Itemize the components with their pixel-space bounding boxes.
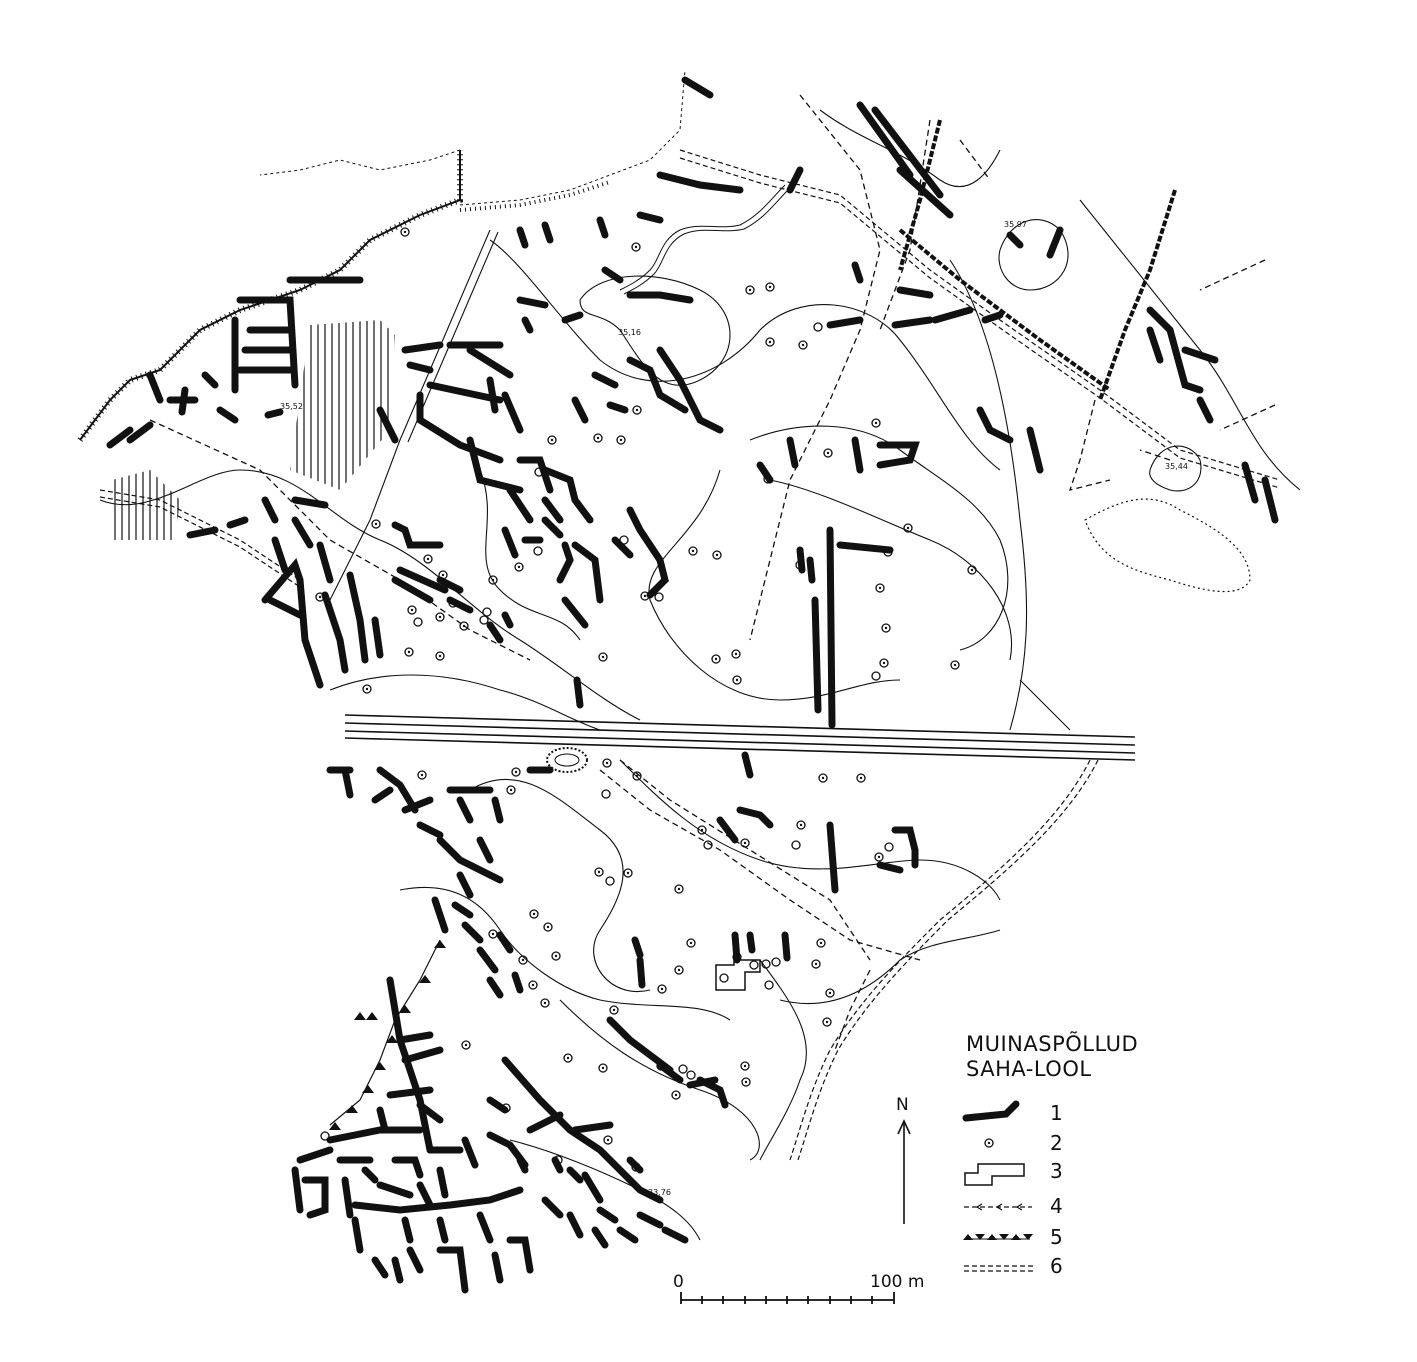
elevation-label: 35,44 — [1165, 462, 1188, 471]
legend-number: 1 — [1050, 1101, 1063, 1125]
dotted-boundary — [1084, 498, 1251, 593]
building-outline — [715, 959, 761, 991]
field-boundary-bank-icon — [962, 1100, 1020, 1122]
triangle-line — [329, 939, 446, 1130]
arrowed-dashed-line-icon — [964, 1203, 1032, 1211]
legend-title: MUINASPÕLLUD SAHA-LOOL — [966, 1032, 1138, 1082]
stream — [619, 184, 790, 295]
path-lines — [99, 149, 1281, 1161]
scale-end-label: 100 m — [870, 1272, 925, 1292]
elevation-label: 35,16 — [618, 328, 641, 337]
legend-number: 6 — [1050, 1254, 1063, 1278]
double-dashed-line-icon — [964, 1265, 1034, 1272]
elevation-label: 33,76 — [648, 1188, 671, 1197]
legend-item-arrowed-line: 4 — [962, 1193, 1102, 1219]
scale-bar — [680, 1292, 895, 1304]
elevation-label: 35,97 — [1004, 220, 1027, 229]
road — [344, 714, 1136, 761]
north-arrow — [897, 1119, 911, 1224]
legend-item-field-bank: 1 — [962, 1100, 1102, 1126]
legend-number: 4 — [1050, 1194, 1063, 1218]
north-label: N — [896, 1095, 909, 1115]
heavy-dashed-lines — [898, 119, 1177, 401]
field-banks — [106, 76, 1279, 1294]
legend-item-triangle-line: 5 — [962, 1224, 1102, 1250]
legend-title-line: MUINASPÕLLUD — [966, 1032, 1139, 1056]
triangle-line-icon — [963, 1234, 1033, 1240]
legend-item-cairn: 2 — [962, 1130, 1102, 1156]
hatched-area — [112, 320, 395, 540]
clearance-cairns — [315, 227, 977, 1172]
building-outline-icon — [964, 1163, 1025, 1186]
legend-item-double-dashed: 6 — [962, 1253, 1102, 1279]
scale-start-label: 0 — [673, 1272, 684, 1292]
legend-item-building: 3 — [962, 1158, 1102, 1186]
elevation-label: 35,52 — [280, 402, 303, 411]
stone-circle — [546, 747, 588, 773]
legend-title-line: SAHA-LOOL — [966, 1057, 1092, 1081]
legend-number: 2 — [1050, 1131, 1063, 1155]
clearance-cairn-icon — [984, 1138, 994, 1148]
thin-road-lines — [329, 229, 1071, 731]
arrowed-lines — [149, 94, 1276, 1051]
legend-number: 3 — [1050, 1159, 1063, 1183]
legend-number: 5 — [1050, 1225, 1063, 1249]
